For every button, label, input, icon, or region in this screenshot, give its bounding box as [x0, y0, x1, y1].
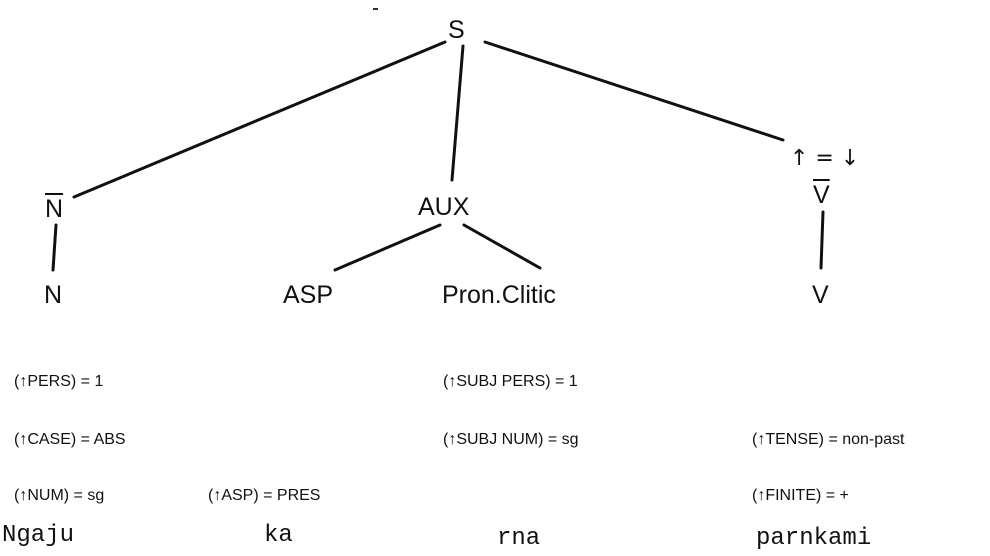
edge-aux-asp: [333, 223, 442, 272]
word-rna: rna: [497, 525, 541, 552]
node-v-bar: V: [813, 181, 830, 209]
word-ka: ka: [264, 522, 293, 549]
equation-asp: (↑ASP) = PRES: [208, 487, 321, 504]
node-n: N: [44, 281, 63, 309]
node-v: V: [812, 281, 829, 309]
edge-s-vbar: [483, 40, 785, 142]
edge-aux-clitic: [462, 223, 542, 270]
equation-n-case: (↑CASE) = ABS: [14, 431, 126, 448]
node-asp: ASP: [283, 281, 334, 309]
edge-s-nbar: [72, 40, 447, 199]
stray-mark: [373, 8, 378, 10]
node-n-bar: N: [45, 195, 64, 223]
edge-vbar-v: [819, 210, 825, 270]
equation-v-finite: (↑FINITE) = +: [752, 487, 849, 504]
edge-nbar-n: [51, 223, 58, 272]
equation-v-tense: (↑TENSE) = non-past: [752, 431, 905, 448]
node-aux: AUX: [418, 193, 470, 221]
head-annotation: ↑ = ↓: [790, 146, 860, 171]
word-ngaju: Ngaju: [2, 522, 75, 549]
equation-clitic-subj-num: (↑SUBJ NUM) = sg: [443, 431, 579, 448]
equation-n-pers: (↑PERS) = 1: [14, 373, 104, 390]
edge-s-aux: [450, 44, 465, 182]
word-parnkami: parnkami: [756, 525, 872, 552]
node-s: S: [448, 16, 465, 44]
equation-clitic-subj-pers: (↑SUBJ PERS) = 1: [443, 373, 578, 390]
equation-n-num: (↑NUM) = sg: [14, 487, 105, 504]
node-pron-clitic: Pron.Clitic: [442, 281, 556, 309]
